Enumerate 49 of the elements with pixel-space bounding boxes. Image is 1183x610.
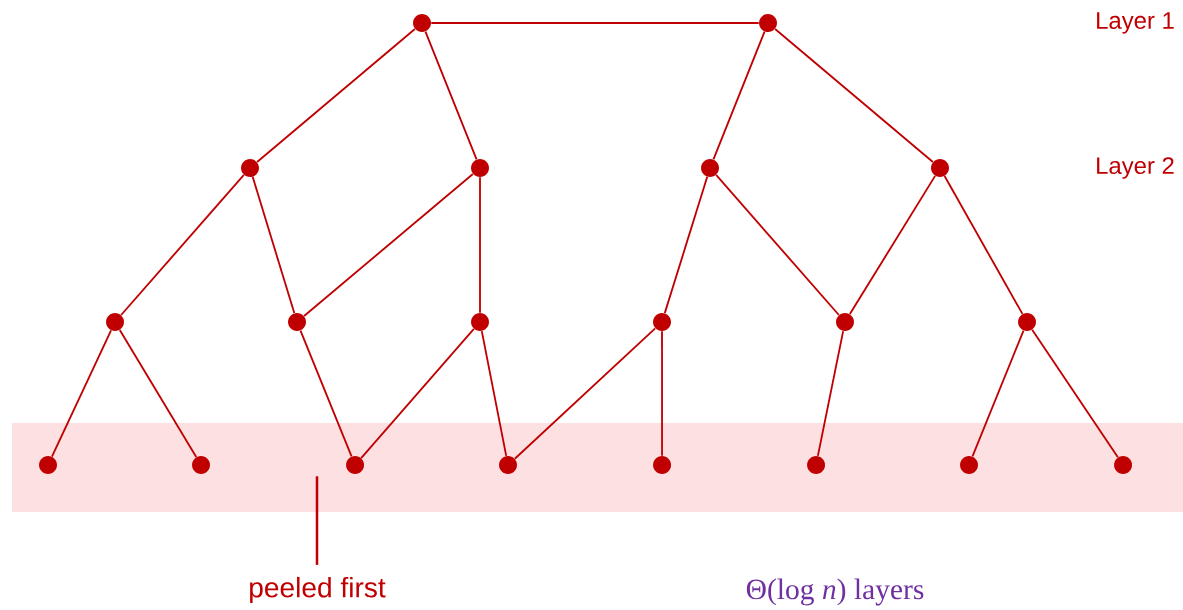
layers-note: Θ(log n) layers	[746, 578, 924, 606]
graph-edge	[513, 327, 657, 460]
caption-text: peeled first	[250, 576, 386, 604]
graph-edge	[480, 330, 508, 457]
draw-circle	[931, 159, 949, 177]
draw-circle	[346, 456, 365, 475]
draw-circle	[653, 313, 671, 331]
draw-circle	[836, 313, 854, 331]
graph-edge	[120, 174, 245, 316]
draw-circle	[499, 456, 517, 475]
graph-edge	[774, 28, 934, 163]
graph-edge	[479, 176, 481, 314]
draw-circle	[413, 14, 431, 32]
graph-edge	[971, 329, 1025, 458]
graph-edge	[256, 28, 416, 163]
draw-circle	[1018, 313, 1036, 331]
graph-edge	[424, 30, 478, 161]
graph-edge	[848, 174, 937, 315]
draw-circle	[471, 159, 489, 177]
graph-edge	[51, 329, 112, 458]
draw-circle	[653, 456, 672, 475]
graph-edge	[663, 175, 709, 315]
draw-circle	[471, 313, 489, 331]
graph-edge	[1031, 328, 1119, 459]
graph-edge	[712, 30, 766, 161]
draw-circle	[192, 456, 210, 475]
draw-circle	[807, 456, 826, 475]
graph-edge	[251, 175, 296, 315]
draw-circle	[288, 313, 306, 331]
graph-edge	[943, 175, 1024, 315]
draw-circle	[106, 313, 124, 331]
draw-circle	[39, 456, 57, 475]
graph-edge	[303, 173, 474, 317]
draw-circle	[701, 159, 719, 177]
graph-edge	[360, 328, 475, 459]
graph-edge	[816, 330, 845, 457]
draw-circle	[1114, 456, 1133, 475]
graph-edge	[299, 329, 353, 458]
draw-circle	[960, 456, 978, 475]
graph-edge	[430, 22, 760, 24]
layer-label: Layer 1	[1097, 12, 1174, 34]
layer-label: Layer 2	[1097, 157, 1174, 179]
highlight-band	[12, 423, 1183, 512]
draw-circle	[241, 159, 259, 177]
graph-edge	[715, 174, 840, 316]
graph-edge	[118, 329, 198, 458]
draw-circle	[759, 14, 777, 32]
leader-line	[315, 476, 319, 565]
graph-edge	[661, 330, 663, 457]
